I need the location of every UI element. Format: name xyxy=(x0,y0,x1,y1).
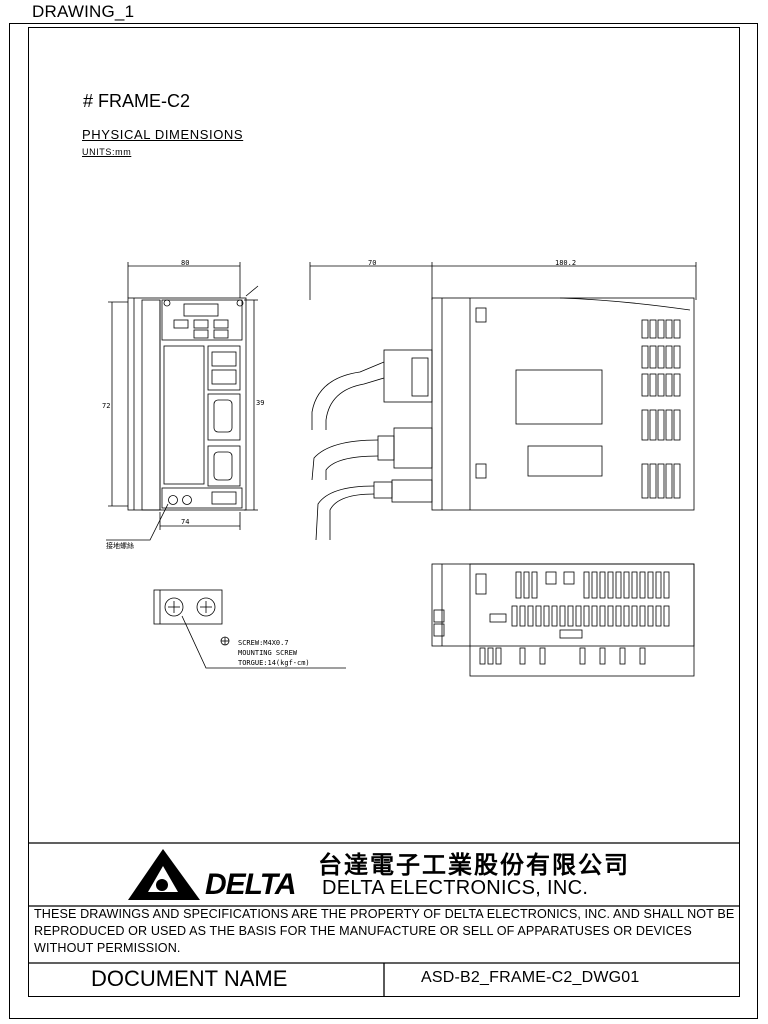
company-name-chinese: 台達電子工業股份有限公司 xyxy=(318,851,630,879)
dim-front-height-left: 72 xyxy=(102,402,110,410)
frame-title: # FRAME-C2 xyxy=(83,91,191,111)
delta-logo-wordmark: DELTA xyxy=(205,868,297,901)
physical-dimensions-title: PHYSICAL DIMENSIONS xyxy=(82,127,244,142)
document-name-label: DOCUMENT NAME xyxy=(91,966,288,991)
units-label: UNITS:mm xyxy=(82,147,132,157)
dim-front-height-right: 39 xyxy=(256,399,264,407)
screw-note-line-3: TORGUE:14(kgf-cm) xyxy=(238,659,310,667)
side-vents xyxy=(641,319,681,499)
disclaimer-text: THESE DRAWINGS AND SPECIFICATIONS ARE TH… xyxy=(34,907,735,955)
screw-note-line-2: MOUNTING SCREW xyxy=(238,649,298,657)
bottom-view xyxy=(431,563,695,677)
dim-front-bottom: 74 xyxy=(181,518,189,526)
delta-logo-icon xyxy=(128,849,200,900)
screw-detail: SCREW:M4X0.7 MOUNTING SCREW TORGUE:14(kg… xyxy=(153,589,346,669)
outer-border xyxy=(9,23,758,1019)
dim-side-right: 180.2 xyxy=(555,259,576,267)
side-view: 70 180.2 xyxy=(309,259,697,541)
dim-front-width: 80 xyxy=(181,259,189,267)
company-name-english: DELTA ELECTRONICS, INC. xyxy=(322,877,589,899)
ground-screw-label: 接地螺絲 xyxy=(106,541,134,550)
dim-side-left: 70 xyxy=(368,259,376,267)
bottom-vents xyxy=(479,571,670,665)
front-view: 80 72 39 xyxy=(102,259,264,550)
screw-note-line-1: SCREW:M4X0.7 xyxy=(238,639,289,647)
title-block xyxy=(28,842,740,997)
document-id: ASD-B2_FRAME-C2_DWG01 xyxy=(421,969,640,986)
sheet-label: DRAWING_1 xyxy=(32,2,135,21)
